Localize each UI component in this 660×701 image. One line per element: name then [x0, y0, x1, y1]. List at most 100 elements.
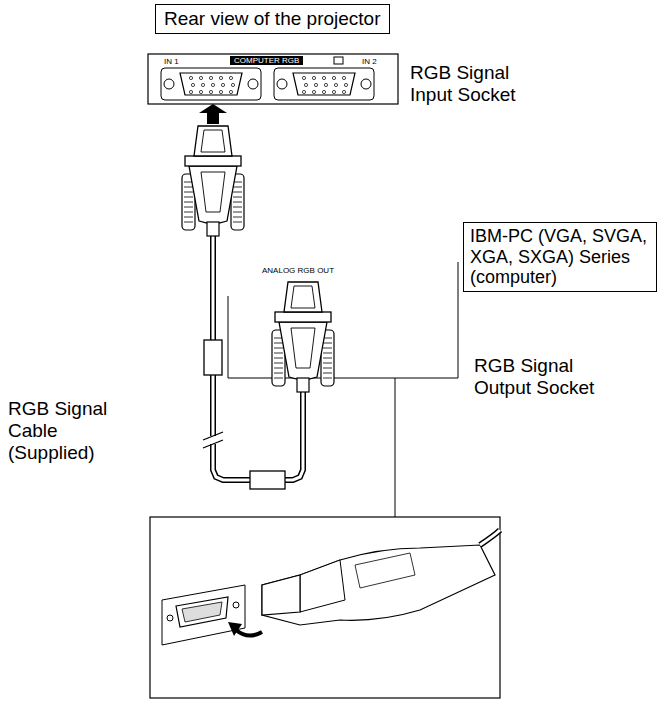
socket-pin: [332, 90, 335, 93]
plug-flange: [275, 312, 331, 322]
socket-screw: [277, 79, 287, 89]
plug-hood-ridge: [201, 172, 225, 212]
thumbscrew-rib: [323, 368, 332, 369]
thumbscrew-rib: [184, 192, 193, 193]
insert-arrow: [207, 112, 219, 124]
port-label: ANALOG RGB OUT: [262, 266, 334, 275]
socket-pin: [322, 76, 325, 79]
socket-pin: [201, 83, 204, 86]
callout-label: RGB Signal Input Socket: [410, 62, 550, 106]
thumbscrew-rib: [184, 197, 193, 198]
socket-pin: [314, 83, 317, 86]
inset-port-pins: [182, 602, 222, 622]
callout-label: RGB Signal Output Socket: [474, 355, 614, 399]
thumbscrew-rib: [323, 343, 332, 344]
socket-pin: [221, 83, 224, 86]
socket-frame: [274, 68, 374, 100]
rgb-input-socket: [161, 68, 261, 100]
socket-pin: [199, 76, 202, 79]
socket-screw: [164, 79, 174, 89]
socket-screw: [361, 79, 371, 89]
strain-relief: [207, 222, 219, 236]
projector-panel: [148, 54, 398, 104]
box-text: Rear view of the projector: [164, 8, 381, 30]
socket-pin: [191, 83, 194, 86]
plug-nose: [284, 282, 322, 312]
d-sub-plug: [182, 126, 244, 236]
inset-frame: [150, 517, 500, 698]
thumbscrew-rib: [184, 222, 193, 223]
thumbscrew-rib: [233, 187, 242, 188]
thumbscrew-rib: [233, 192, 242, 193]
thumbscrew-rib: [274, 373, 283, 374]
thumbscrew-rib: [184, 187, 193, 188]
socket-screw: [248, 79, 258, 89]
socket-pin: [322, 90, 325, 93]
thumbscrew-rib: [323, 348, 332, 349]
thumbscrew-rib: [184, 207, 193, 208]
thumbscrew-rib: [323, 358, 332, 359]
plug-hood: [279, 322, 327, 380]
socket-pin: [332, 76, 335, 79]
inset-cable: [480, 530, 500, 545]
insert-arrow-head: [199, 104, 227, 113]
thumbscrew-rib: [323, 378, 332, 379]
ferrite-core: [204, 340, 222, 375]
plug-hood-ridge: [291, 328, 315, 368]
device-box: IBM-PC (VGA, SVGA, XGA, SXGA) Series (co…: [463, 222, 657, 292]
socket-pin: [229, 90, 232, 93]
thumbscrew-rib: [184, 217, 193, 218]
thumbscrew-rib: [233, 217, 242, 218]
plug-flange: [185, 156, 241, 166]
rgb-input-socket: [274, 68, 374, 100]
socket-pin: [199, 90, 202, 93]
thumbscrew-rib: [274, 363, 283, 364]
view-title-box: Rear view of the projector: [155, 4, 390, 34]
thumbscrew-rib: [323, 373, 332, 374]
inset-arrow: [236, 630, 262, 636]
thumbscrew-rib: [233, 202, 242, 203]
plug-nose-inner: [291, 286, 315, 308]
socket-pin: [344, 83, 347, 86]
callout-label: RGB Signal Cable (Supplied): [8, 398, 118, 464]
socket-pin: [342, 76, 345, 79]
socket-pin: [219, 90, 222, 93]
thumbscrew-rib: [274, 343, 283, 344]
thumbscrew-rib: [233, 197, 242, 198]
inset-plug-face: [300, 560, 345, 612]
cable-break: [205, 436, 221, 444]
plug-nose-inner: [201, 130, 225, 152]
port-label: COMPUTER RGB: [230, 56, 303, 65]
socket-pin: [231, 83, 234, 86]
thumbscrew-rib: [233, 212, 242, 213]
thumbscrew-rib: [274, 368, 283, 369]
socket-pin: [342, 90, 345, 93]
inset-port-screw: [167, 615, 173, 621]
socket-pin: [189, 76, 192, 79]
socket-shell: [180, 73, 242, 95]
thumbscrew-rib: [274, 378, 283, 379]
socket-frame: [161, 68, 261, 100]
inset-port-screw: [233, 602, 239, 608]
inset-plug-nose: [262, 575, 300, 615]
inset-arrow-head: [228, 622, 242, 636]
socket-pin: [312, 76, 315, 79]
thumbscrew-rib: [184, 202, 193, 203]
inset-plug-ridge: [355, 553, 415, 588]
port-label: IN 1: [164, 57, 179, 66]
socket-pin: [219, 76, 222, 79]
thumbscrew-rib: [233, 222, 242, 223]
plug-hood: [189, 166, 237, 224]
thumbscrew-rib: [274, 353, 283, 354]
socket-pin: [324, 83, 327, 86]
thumbscrew-rib: [233, 207, 242, 208]
socket-pin: [334, 83, 337, 86]
socket-pin: [209, 76, 212, 79]
inset-plug-hood: [262, 545, 495, 625]
thumbscrew-rib: [323, 353, 332, 354]
plug-nose: [194, 126, 232, 156]
thumbscrew-rib: [184, 212, 193, 213]
ferrite-core: [250, 471, 285, 489]
